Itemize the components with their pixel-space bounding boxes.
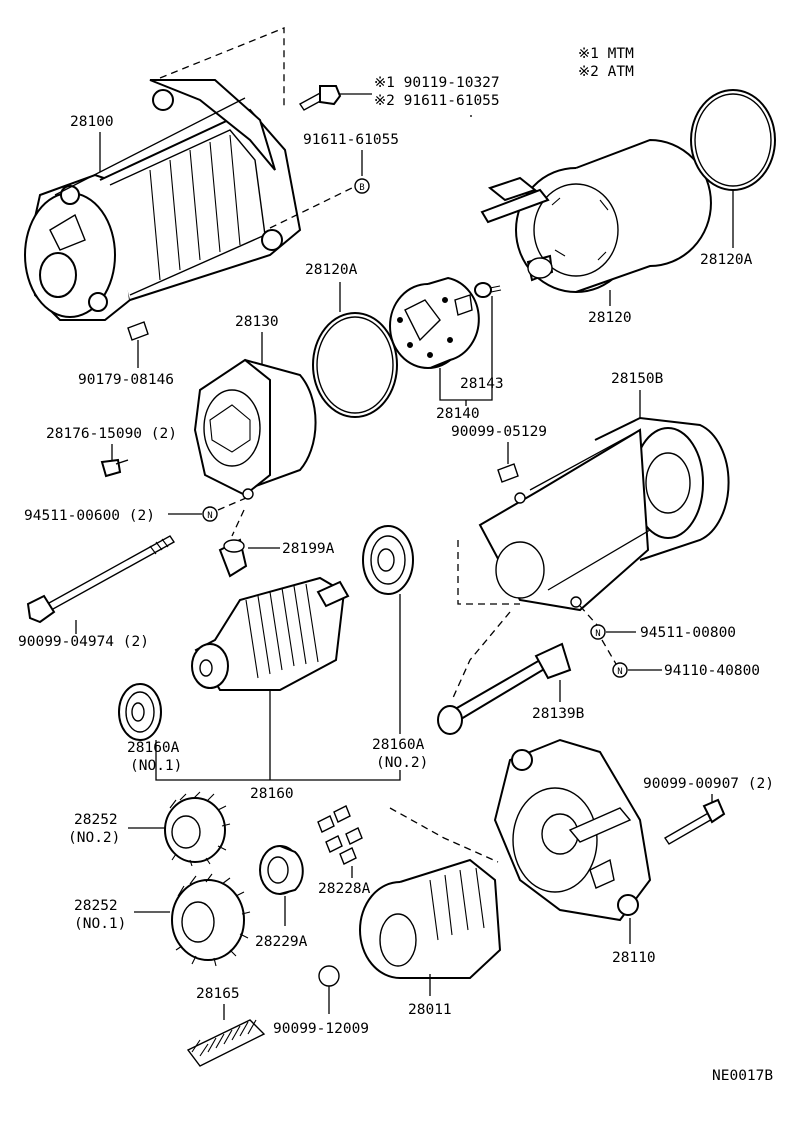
gear-28252-no2 <box>164 791 231 867</box>
label-91611-61055-atm: ※2 91611-61055 <box>374 93 500 109</box>
label-90099-04974: 90099-04974 (2) <box>18 634 149 650</box>
label-90179-08146: 90179-08146 <box>78 372 174 388</box>
label-28100: 28100 <box>70 114 114 130</box>
label-28160a-no2: 28160A <box>372 737 425 753</box>
retainer-28229a <box>259 845 304 895</box>
svg-text:N: N <box>595 629 600 639</box>
label-28199a: 28199A <box>282 541 335 557</box>
label-90099-05129: 90099-05129 <box>451 424 547 440</box>
legend-mtm: ※1 MTM <box>578 46 634 62</box>
label-28160a-no2-sub: (NO.2) <box>376 755 428 771</box>
marker-n-2: N <box>590 624 606 640</box>
svg-text:N: N <box>617 667 622 677</box>
clip-90099-05129 <box>497 463 519 483</box>
label-28139b: 28139B <box>532 706 585 722</box>
bolt-28176 <box>100 458 122 478</box>
label-28150b: 28150B <box>611 371 664 387</box>
yoke-assembly <box>480 138 712 293</box>
starter-motor-assembly <box>24 79 302 321</box>
marker-n-3: N <box>612 662 628 678</box>
starter-clutch-28011 <box>359 858 502 979</box>
label-28143: 28143 <box>460 376 504 392</box>
armature <box>191 576 350 691</box>
marker-b: B <box>354 178 370 194</box>
marker-n-1: N <box>202 506 218 522</box>
legend-atm: ※2 ATM <box>578 64 634 80</box>
label-28120: 28120 <box>588 310 632 326</box>
commutator-end-frame <box>193 358 317 500</box>
label-28228a: 28228A <box>318 881 371 897</box>
bearing-28160a-no1 <box>118 683 162 741</box>
brush-28199a <box>218 538 248 578</box>
label-28011: 28011 <box>408 1002 452 1018</box>
bearing-28160a-no2 <box>362 525 414 595</box>
label-90099-12009: 90099-12009 <box>273 1021 369 1037</box>
label-28229a: 28229A <box>255 934 308 950</box>
bolt-90099-00907 <box>664 798 726 845</box>
through-bolt <box>26 535 176 624</box>
label-94511-00600: 94511-00600 (2) <box>24 508 155 524</box>
label-28252-no1-sub: (NO.1) <box>74 916 126 932</box>
label-28252-no1: 28252 <box>74 898 118 914</box>
spring-28165 <box>186 1019 266 1067</box>
label-28110: 28110 <box>612 950 656 966</box>
label-28252-no2-sub: (NO.2) <box>68 830 120 846</box>
label-28160a-no1: 28160A <box>127 740 180 756</box>
brush-holder <box>389 276 480 369</box>
label-94511-00800: 94511-00800 <box>640 625 736 641</box>
legend: ※1 MTM ※2 ATM <box>578 46 634 80</box>
lead-wire-28139b <box>437 642 572 735</box>
label-28160a-no1-sub: (NO.1) <box>130 758 182 774</box>
motor-housing-28150b <box>478 416 730 612</box>
ball-90099-12009 <box>318 965 340 987</box>
label-28252-no2: 28252 <box>74 812 118 828</box>
label-28120a-right: 28120A <box>700 252 753 268</box>
label-91611-61055: 91611-61055 <box>303 132 399 148</box>
svg-text:N: N <box>207 511 212 521</box>
brush-spring-28143 <box>474 282 502 298</box>
label-94110-40800: 94110-40800 <box>664 663 760 679</box>
rollers-28228a <box>317 805 363 865</box>
label-90099-00907: 90099-00907 (2) <box>643 776 774 792</box>
drawing-code: NE0017B <box>712 1068 773 1084</box>
label-28160: 28160 <box>250 786 294 802</box>
svg-text:B: B <box>359 183 364 193</box>
label-28176-15090: 28176-15090 (2) <box>46 426 177 442</box>
label-28140: 28140 <box>436 406 480 422</box>
label-90119-10327: ※1 90119-10327 <box>374 75 500 91</box>
label-28130: 28130 <box>235 314 279 330</box>
label-28120a-mid: 28120A <box>305 262 358 278</box>
gear-28252-no1 <box>171 873 251 967</box>
bolt-90119 <box>298 85 342 111</box>
starter-housing-28110 <box>493 738 652 922</box>
label-28165: 28165 <box>196 986 240 1002</box>
